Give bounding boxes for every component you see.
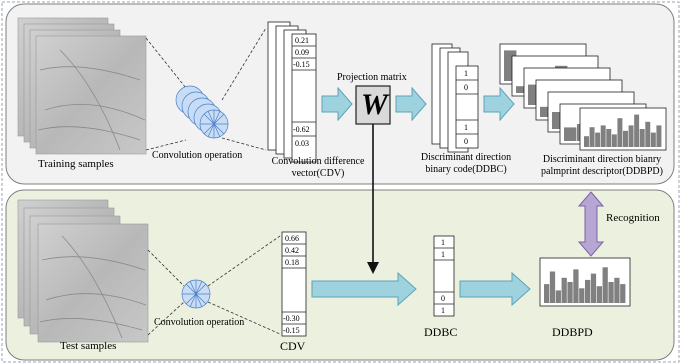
training-ddbpd-label-line1: Discriminant direction bianry [542, 154, 662, 165]
training-ddbc-bit-4: 0 [464, 137, 468, 146]
test-conv-label: Convolution operation [154, 317, 245, 328]
training-palm-stack [17, 17, 147, 155]
test-ddbc-bit-3: 0 [441, 294, 445, 303]
test-cdv-column [281, 231, 307, 337]
arrow-cdv-to-projection [321, 86, 353, 122]
training-ddbc-bit-1: 1 [464, 69, 468, 78]
training-ddbc-bit-3: 1 [464, 123, 468, 132]
training-ddbpd-label-line2: palmprint descriptor(DDBPD) [541, 165, 663, 177]
training-ddbc-label: Discriminant direction binary code(DDBC) [404, 152, 528, 175]
training-ddbpd-label: Discriminant direction bianry palmprint … [532, 154, 672, 177]
arrow-projection-to-ddbc [395, 86, 427, 122]
training-ddbc-bit-2: 0 [464, 83, 468, 92]
recognition-label: Recognition [606, 212, 660, 224]
test-filter [181, 279, 211, 309]
test-cdv-value-4: -0.30 [283, 314, 300, 323]
training-cdv-value-2: 0.09 [295, 48, 309, 57]
training-cdv-value-1: 0.21 [295, 36, 309, 45]
test-cdv-value-5: -0.15 [283, 326, 300, 335]
training-cdv-value-4: -0.62 [293, 125, 310, 134]
training-histogram-stack [499, 43, 667, 151]
training-cdv-label-line2: vector(CDV) [291, 167, 345, 179]
test-panel [5, 189, 675, 361]
training-cdv-label: Convolution difference vector(CDV) [258, 156, 378, 179]
test-histogram-bars [539, 257, 631, 307]
test-histogram [539, 257, 631, 307]
projection-matrix-label: Projection matrix [337, 72, 407, 83]
test-palm-stack [17, 199, 149, 343]
test-cdv-label: CDV [280, 339, 306, 353]
test-ddbc-bit-2: 1 [441, 250, 445, 259]
training-filter-bank [175, 85, 229, 139]
training-cdv-stack [267, 21, 317, 163]
test-ddbpd-label: DDBPD [552, 325, 593, 339]
test-cdv-value-2: 0.42 [285, 246, 299, 255]
projection-matrix-box [355, 85, 391, 125]
test-cdv-value-1: 0.66 [285, 234, 299, 243]
arrow-ddbc-to-ddbpd [483, 86, 515, 122]
training-samples-label: Training samples [38, 158, 114, 170]
test-ddbc-column [433, 235, 455, 317]
projection-matrix-symbol: W [361, 88, 388, 121]
test-ddbc-bit-1: 1 [441, 238, 445, 247]
arrow-test-ddbc-to-ddbpd [459, 271, 531, 307]
recognition-double-arrow [577, 191, 605, 257]
arrow-test-cdv-to-ddbc [311, 271, 417, 307]
training-cdv-value-3: -0.15 [293, 60, 310, 69]
training-histogram-front [579, 107, 667, 151]
test-cdv-value-3: 0.18 [285, 258, 299, 267]
training-cdv-label-line1: Convolution difference [271, 156, 365, 167]
test-ddbc-bit-4: 1 [441, 306, 445, 315]
training-conv-label: Convolution operation [152, 150, 243, 161]
training-cdv-value-5: 0.03 [295, 139, 309, 148]
training-ddbc-label-line1: Discriminant direction [420, 152, 512, 163]
training-ddbc-stack [431, 43, 479, 153]
test-ddbc-label: DDBC [424, 325, 458, 339]
training-ddbc-label-line2: binary code(DDBC) [425, 163, 507, 175]
test-samples-label: Test samples [60, 340, 117, 352]
